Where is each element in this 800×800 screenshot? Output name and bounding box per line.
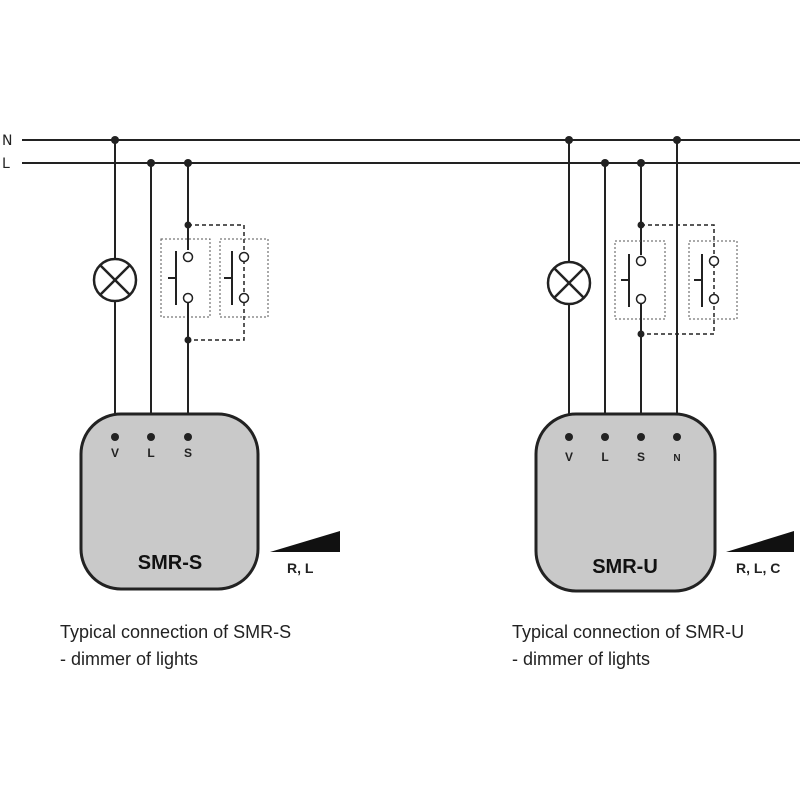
smr-s-circuit: V L S SMR-S R, L Typical connection of S… xyxy=(60,136,340,669)
smr-u-module xyxy=(534,412,717,593)
caption-line-1: Typical connection of SMR-S xyxy=(60,622,291,642)
load-types-label: R, L xyxy=(287,560,314,576)
push-button-icon xyxy=(688,240,738,320)
terminal-s-label: S xyxy=(637,450,645,464)
smr-s-module xyxy=(79,412,260,591)
terminal-v-label: V xyxy=(111,446,119,460)
terminal-s-label: S xyxy=(184,446,192,460)
smr-u-circuit: V L S N SMR-U R, L, C Typical connection… xyxy=(512,136,794,669)
terminal-l-label: L xyxy=(601,450,608,464)
dimming-ramp-icon xyxy=(270,531,340,552)
module-name: SMR-S xyxy=(138,552,202,574)
push-button-icon xyxy=(160,238,211,318)
lamp-icon xyxy=(546,260,592,306)
load-types-label: R, L, C xyxy=(736,560,780,576)
terminal-v-label: V xyxy=(565,450,573,464)
push-button-icon xyxy=(219,238,269,318)
caption-line-2: - dimmer of lights xyxy=(60,649,198,669)
terminal-n-label: N xyxy=(673,453,680,464)
live-rail-label: L xyxy=(2,156,10,172)
module-name: SMR-U xyxy=(592,556,658,578)
caption-line-1: Typical connection of SMR-U xyxy=(512,622,744,642)
dimming-ramp-icon xyxy=(726,531,794,552)
neutral-rail-label: N xyxy=(2,133,12,149)
caption-line-2: - dimmer of lights xyxy=(512,649,650,669)
lamp-icon xyxy=(92,257,138,303)
terminal-l-label: L xyxy=(147,446,154,460)
